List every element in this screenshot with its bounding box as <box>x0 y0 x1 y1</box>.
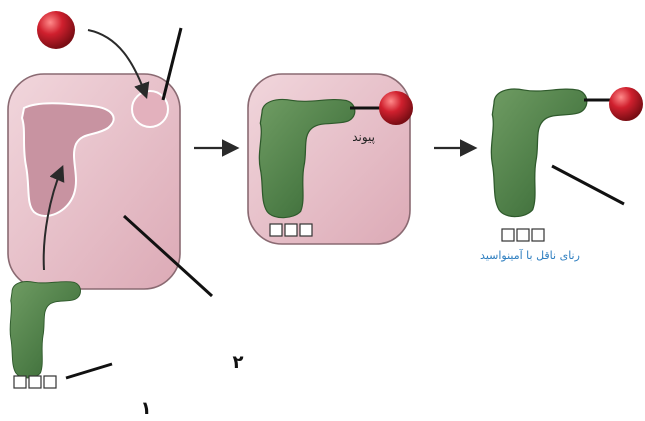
bound-amino-acid <box>379 91 413 125</box>
amino-acid-ball <box>37 11 75 49</box>
pointer-line-product <box>552 166 624 204</box>
product-label: رنای ناقل با آمینواسید <box>480 248 580 262</box>
anticodon-boxes-bound <box>270 224 312 236</box>
anticodon-boxes-product <box>502 229 544 241</box>
bond-label: پیوند <box>352 130 375 145</box>
product-trna <box>491 89 586 216</box>
number-1-label: ۱ <box>141 398 152 417</box>
enzyme-panel-2: پیوند <box>248 74 413 244</box>
anticodon-boxes-free <box>14 376 56 388</box>
free-trna <box>10 282 80 378</box>
charged-trna: رنای ناقل با آمینواسید <box>480 87 643 262</box>
number-2-label: ۲ <box>233 352 244 373</box>
pointer-line-trna <box>66 364 112 378</box>
product-amino-acid <box>609 87 643 121</box>
enzyme-panel-1 <box>8 74 180 289</box>
